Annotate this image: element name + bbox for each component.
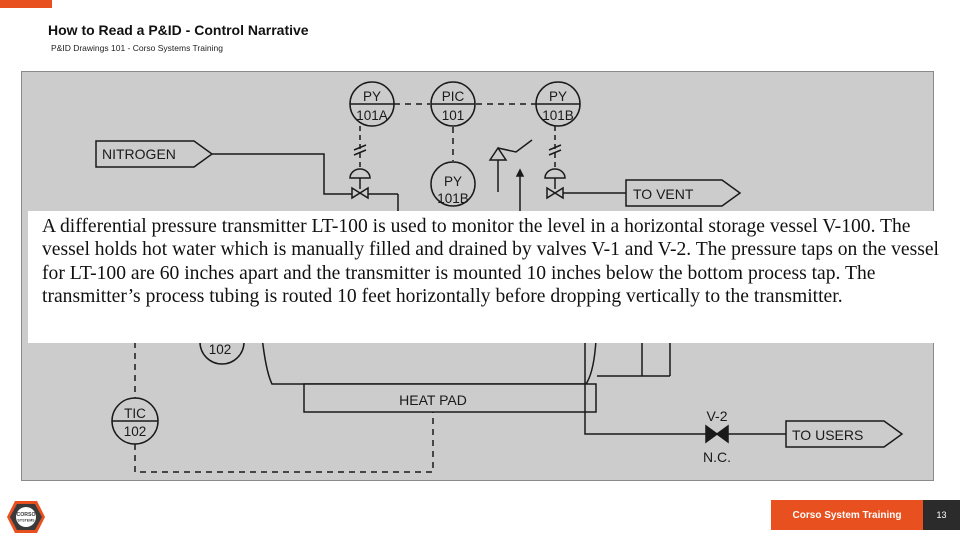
tag-py101b-top-top: PY (549, 89, 567, 104)
to-users-offpage-connector: TO USERS (785, 420, 904, 448)
logo-text-line1: CORSO (16, 512, 35, 518)
to-users-label: TO USERS (792, 427, 863, 443)
valve-v2-state: N.C. (703, 449, 731, 465)
heat-pad-label: HEAT PAD (399, 392, 467, 408)
tag-pic101-top: PIC (442, 89, 465, 104)
corso-logo: CORSO SYSTEMS (7, 501, 45, 533)
relief-valve-icon (488, 139, 533, 192)
to-vent-label: TO VENT (633, 186, 694, 202)
signal-hash-py101b-2 (548, 149, 562, 156)
tag-py101b-top-bottom: 101B (542, 108, 574, 123)
control-valve-pv101b-icon (544, 168, 566, 200)
tag-py101b-top: PY 101B (535, 81, 581, 127)
page-title: How to Read a P&ID - Control Narrative (48, 22, 309, 38)
tag-partial-102-bottom: 102 (209, 342, 232, 357)
drain-line (584, 340, 706, 435)
logo-text-line2: SYSTEMS (17, 519, 35, 523)
nitrogen-offpage-connector: NITROGEN (95, 140, 214, 168)
control-narrative-text: A differential pressure transmitter LT-1… (28, 211, 954, 343)
tag-tic102-top: TIC (124, 406, 146, 421)
tag-pic101: PIC 101 (430, 81, 476, 127)
flow-arrow-icon (515, 168, 525, 177)
tag-tic102-bottom: 102 (124, 424, 147, 439)
tag-pic101-bottom: 101 (442, 108, 465, 123)
nitrogen-label: NITROGEN (102, 146, 176, 162)
signal-hash-py101a-2 (353, 149, 367, 156)
top-accent-bar (0, 0, 52, 8)
tag-partial-102: 102 (199, 341, 245, 365)
nitrogen-line (212, 153, 352, 195)
valve-v2-icon (705, 424, 729, 444)
footer-label: Corso System Training (771, 500, 923, 530)
page-number: 13 (923, 500, 960, 530)
tag-py101b-mid-bottom: 101B (437, 191, 469, 206)
control-valve-pv101a-icon (349, 168, 371, 200)
valve-v2-label: V-2 (706, 408, 727, 424)
vessel-v100-body (261, 336, 597, 385)
tag-py101a-bottom: 101A (356, 108, 388, 123)
signal-line-tic102-heatpad (134, 412, 434, 473)
pid-drawing: PY 101A PIC 101 PY 101B PY 101B (95, 81, 904, 473)
to-vent-offpage-connector: TO VENT (625, 179, 742, 207)
tag-py101b-mid-top: PY (444, 174, 462, 189)
tag-py101a: PY 101A (349, 81, 395, 127)
signal-hash-py101b-1 (548, 144, 562, 151)
tag-py101a-top: PY (363, 89, 381, 104)
heat-pad: HEAT PAD (303, 383, 597, 413)
page-subtitle: P&ID Drawings 101 - Corso Systems Traini… (51, 43, 223, 53)
signal-hash-py101a-1 (353, 144, 367, 151)
tag-tic102: TIC 102 (111, 397, 159, 445)
tag-py101b-mid: PY 101B (430, 161, 476, 207)
